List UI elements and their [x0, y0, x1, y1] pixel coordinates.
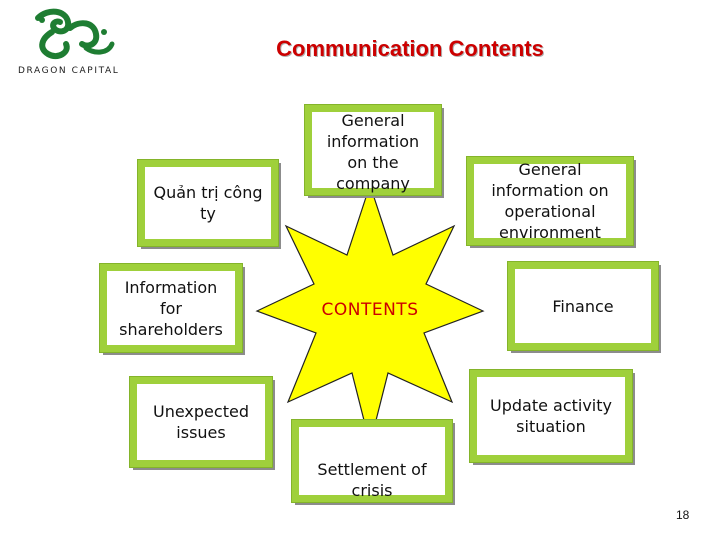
- page-title: Communication Contents: [276, 36, 544, 61]
- box-general-company: General information on the company: [304, 104, 442, 196]
- dragon-capital-logo: DRAGON CAPITAL: [8, 8, 132, 78]
- shareholders-label: Information for shareholders: [119, 277, 223, 339]
- unexpected-issues-label: Unexpected issues: [153, 402, 249, 442]
- operational-environment-label: General information on operational envir…: [491, 160, 609, 242]
- page-number: 18: [676, 508, 690, 522]
- center-contents-label: CONTENTS: [321, 300, 419, 320]
- box-finance: Finance: [507, 261, 659, 351]
- box-unexpected-issues: Unexpected issues: [129, 376, 273, 468]
- logo-text: DRAGON CAPITAL: [18, 66, 120, 76]
- update-activity-label: Update activity situation: [489, 396, 612, 436]
- corporate-governance-label: Quản trị công ty: [153, 183, 263, 223]
- box-corporate-governance: Quản trị công ty: [137, 159, 279, 247]
- box-shareholders: Information for shareholders: [99, 263, 243, 353]
- finance-label: Finance: [552, 296, 614, 316]
- box-update-activity: Update activity situation: [469, 369, 633, 463]
- box-operational-environment: General information on operational envir…: [466, 156, 634, 246]
- general-company-label: General information on the company: [326, 111, 420, 193]
- dragon-logo-icon: [35, 8, 115, 60]
- settlement-crisis-label: Settlement of crisis: [317, 460, 427, 500]
- box-settlement-crisis: Settlement of crisis: [291, 419, 453, 503]
